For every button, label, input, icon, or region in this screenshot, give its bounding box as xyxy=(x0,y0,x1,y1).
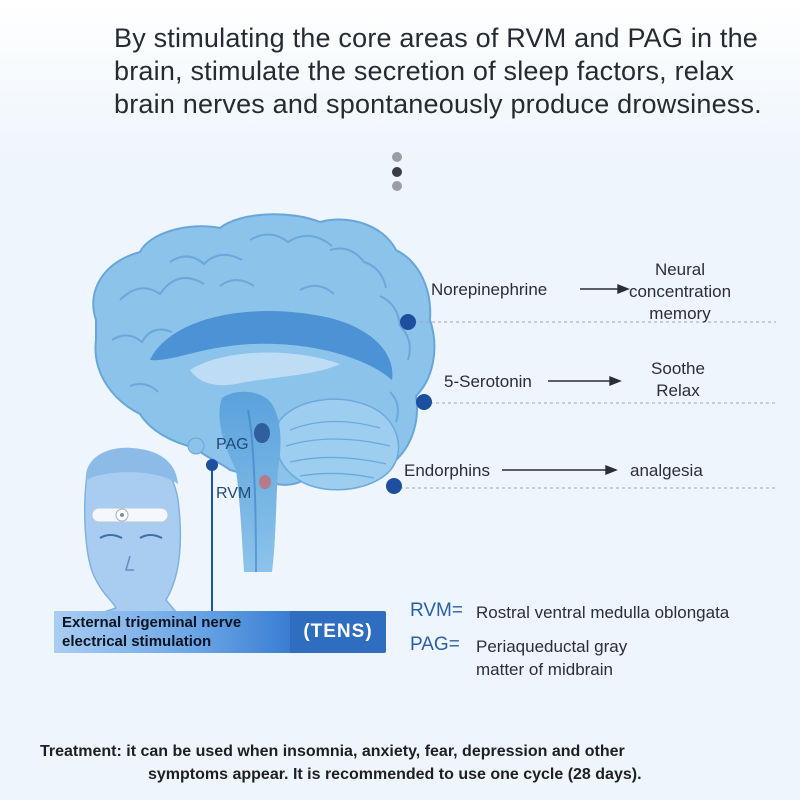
effect-line: memory xyxy=(649,304,711,323)
abbreviation-value-line: matter of midbrain xyxy=(476,660,613,679)
treatment-line: symptoms appear. It is recommended to us… xyxy=(148,766,642,783)
abbreviation-value-line: Periaqueductal gray xyxy=(476,637,628,656)
effect-line: concentration xyxy=(628,282,732,301)
effect-line: Relax xyxy=(656,381,700,400)
abbreviation-value: Periaqueductal gray matter of midbrain xyxy=(476,635,627,681)
head-silhouette-icon xyxy=(83,447,182,613)
pathway-effect: Neural concentration memory xyxy=(628,259,732,325)
pathway-substance: Norepinephrine xyxy=(431,280,548,299)
tens-label-line: electrical stimulation xyxy=(62,633,212,650)
pag-label: PAG xyxy=(216,436,249,453)
dot-indicator-icon xyxy=(392,167,402,177)
abbreviation-key: PAG= xyxy=(410,634,460,655)
tens-abbreviation: (TENS) xyxy=(303,621,373,642)
rvm-label: RVM xyxy=(216,485,252,502)
dot-indicator-icon xyxy=(392,152,402,162)
effect-line: Soothe xyxy=(651,359,705,378)
pathway-substance: Endorphins xyxy=(404,461,491,480)
effect-line: Neural xyxy=(654,260,706,279)
pathway-effect: analgesia xyxy=(630,461,703,480)
tens-device-icon xyxy=(91,507,169,523)
tens-banner-fill xyxy=(54,611,290,653)
tens-banner: External trigeminal nerve electrical sti… xyxy=(54,611,386,653)
pathway-effect: Soothe Relax xyxy=(628,358,728,402)
tens-label-line: External trigeminal nerve xyxy=(62,614,242,631)
headline: By stimulating the core areas of RVM and… xyxy=(114,23,762,119)
abbreviation-key: RVM= xyxy=(410,600,463,621)
abbreviation-value: Rostral ventral medulla oblongata xyxy=(476,603,730,622)
tens-label: External trigeminal nerve electrical sti… xyxy=(62,613,241,651)
treatment-line: Treatment: it can be used when insomnia,… xyxy=(40,743,625,760)
pathway-substance: 5-Serotonin xyxy=(444,372,532,391)
arrow-right-icon xyxy=(502,283,630,476)
treatment-note: Treatment: it can be used when insomnia,… xyxy=(40,740,780,786)
dot-indicator-icon xyxy=(392,181,402,191)
